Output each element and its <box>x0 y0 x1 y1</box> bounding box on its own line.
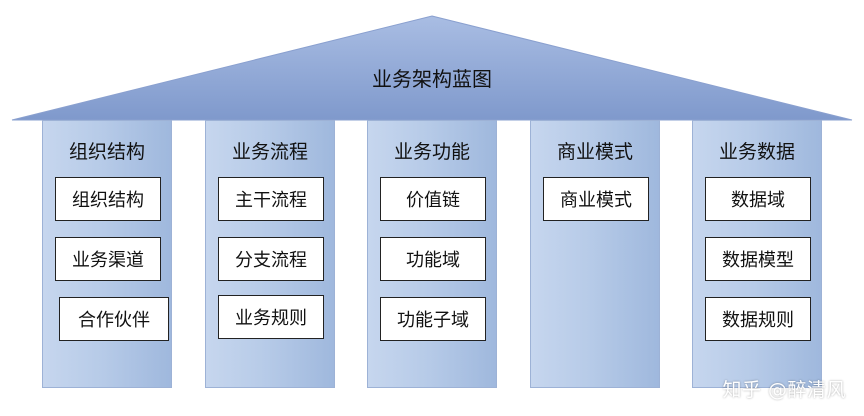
item-box: 业务渠道 <box>55 237 161 281</box>
pillar-title: 业务功能 <box>393 141 470 163</box>
pillar-title: 组织结构 <box>68 141 145 163</box>
item-box: 业务规则 <box>218 295 324 339</box>
item-box: 功能子域 <box>380 297 486 341</box>
pillar-data: 业务数据 数据域 数据模型 数据规则 <box>692 120 822 388</box>
pillar-process: 业务流程 主干流程 分支流程 业务规则 <box>205 120 335 388</box>
item-box: 数据规则 <box>705 297 811 341</box>
pillar-business-model: 商业模式 商业模式 <box>530 120 660 388</box>
pillar-title: 业务数据 <box>718 141 795 163</box>
pillar-organization: 组织结构 组织结构 业务渠道 合作伙伴 <box>42 120 172 388</box>
item-box: 分支流程 <box>218 237 324 281</box>
item-box: 合作伙伴 <box>59 297 169 341</box>
item-box: 数据模型 <box>705 237 811 281</box>
item-box: 价值链 <box>380 177 486 221</box>
roof-title: 业务架构蓝图 <box>372 67 492 91</box>
item-box: 组织结构 <box>55 177 161 221</box>
item-box: 商业模式 <box>543 177 649 221</box>
item-box: 功能域 <box>380 237 486 281</box>
item-box: 数据域 <box>705 177 811 221</box>
pillar-title: 商业模式 <box>556 141 633 163</box>
watermark: 知乎 @醉清风 <box>722 379 846 401</box>
pillar-function: 业务功能 价值链 功能域 功能子域 <box>367 120 497 388</box>
pillar-title: 业务流程 <box>231 141 308 163</box>
item-box: 主干流程 <box>218 177 324 221</box>
